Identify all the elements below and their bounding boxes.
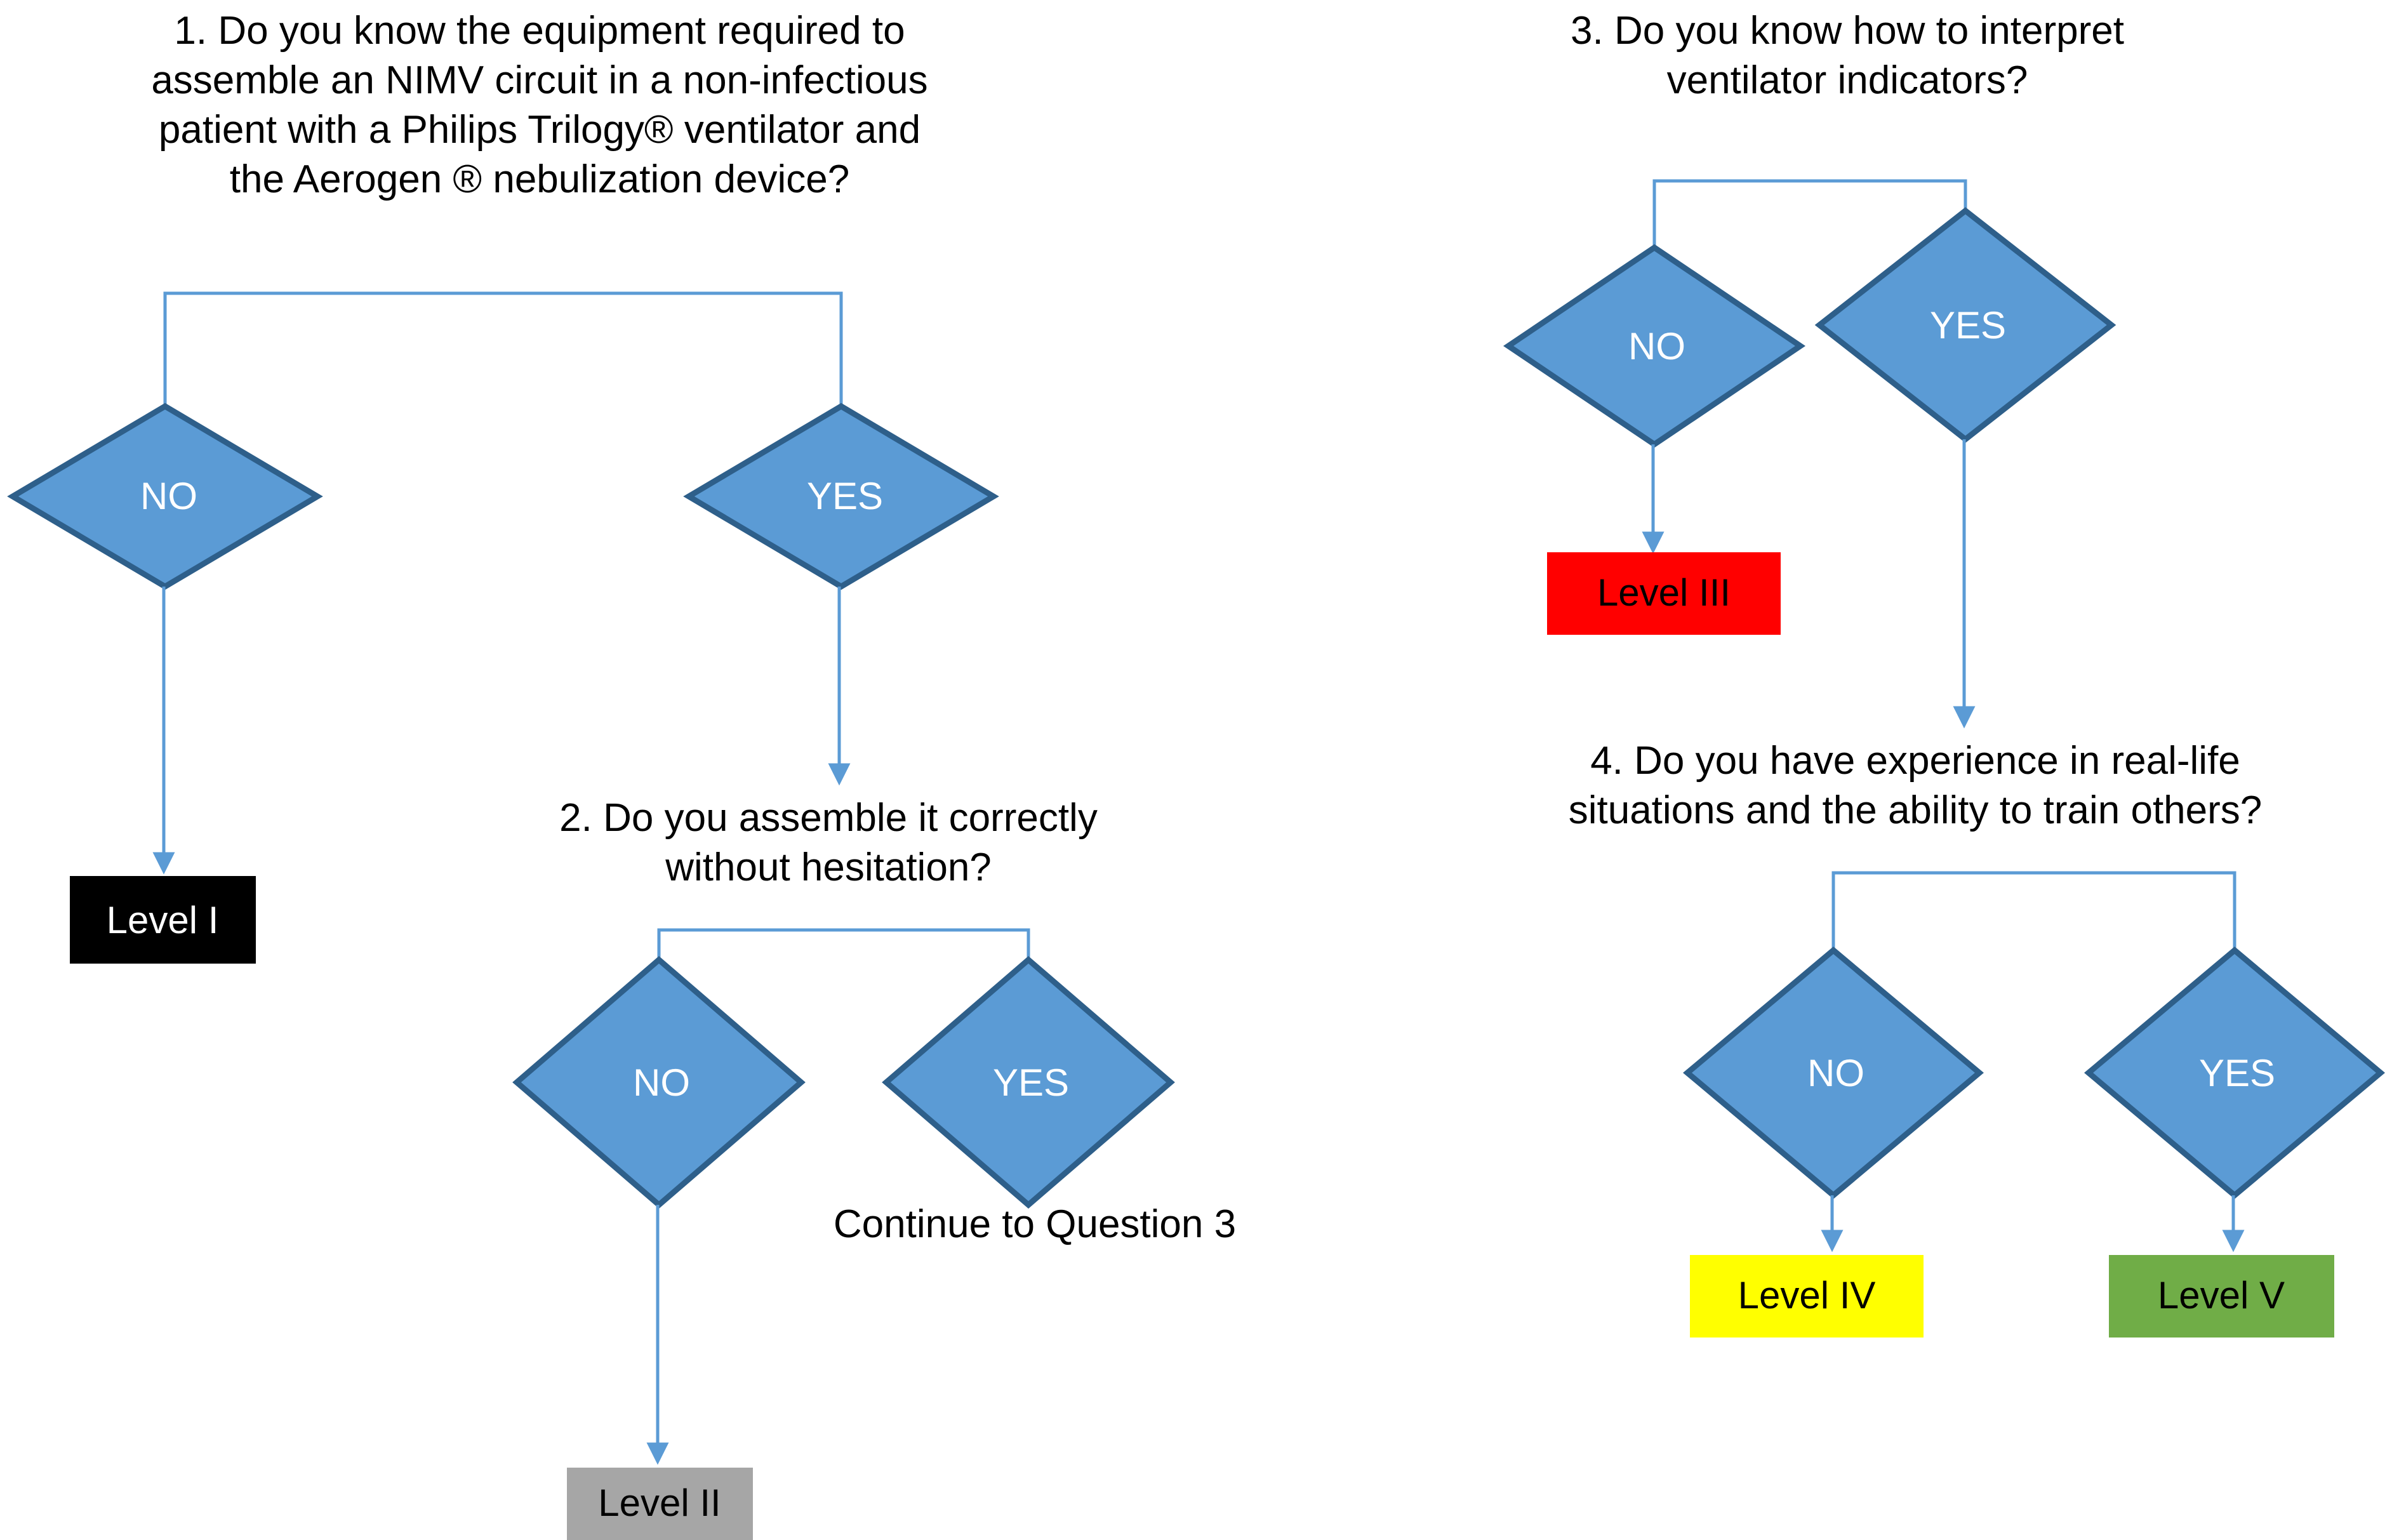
level-3-label: Level III [1597,571,1731,614]
diamond-q1-no-label: NO [140,475,197,517]
level-2-label: Level II [598,1482,721,1524]
level-1-box[interactable] [70,876,256,964]
diamond-q2-yes[interactable] [882,956,1175,1209]
diamond-q1-yes[interactable] [683,402,999,590]
question-4-text: 4. Do you have experience in real-life s… [1568,739,2263,833]
level-4-box[interactable] [1690,1255,1924,1338]
connector-q2-branch [657,928,1030,960]
level-5-label: Level V [2158,1274,2285,1317]
diamond-q1-yes-label: YES [807,475,883,517]
question-1-text: 1. Do you know the equipment required to… [151,9,928,202]
level-2-box[interactable] [567,1468,753,1540]
level-3-box[interactable] [1547,552,1781,635]
diamond-q2-no-label: NO [633,1061,690,1104]
question-2-text: 2. Do you assemble it correctly without … [559,796,1098,890]
continue-to-question-3-note: Continue to Question 3 [833,1202,1237,1246]
level-1-label: Level I [107,899,219,941]
diamond-q2-yes-label: YES [993,1061,1069,1104]
connector-q4-branch [1831,871,2236,950]
connector-q1-branch [163,291,843,406]
diamond-q3-yes-label: YES [1930,304,2006,347]
diamond-q4-yes-label: YES [2199,1052,2275,1094]
question-3-text: 3. Do you know how to interpret ventilat… [1571,9,2124,103]
diamond-q3-no-label: NO [1628,325,1685,368]
level-5-box[interactable] [2109,1255,2334,1338]
diamond-q4-no-label: NO [1807,1052,1864,1094]
level-4-label: Level IV [1738,1274,1876,1317]
